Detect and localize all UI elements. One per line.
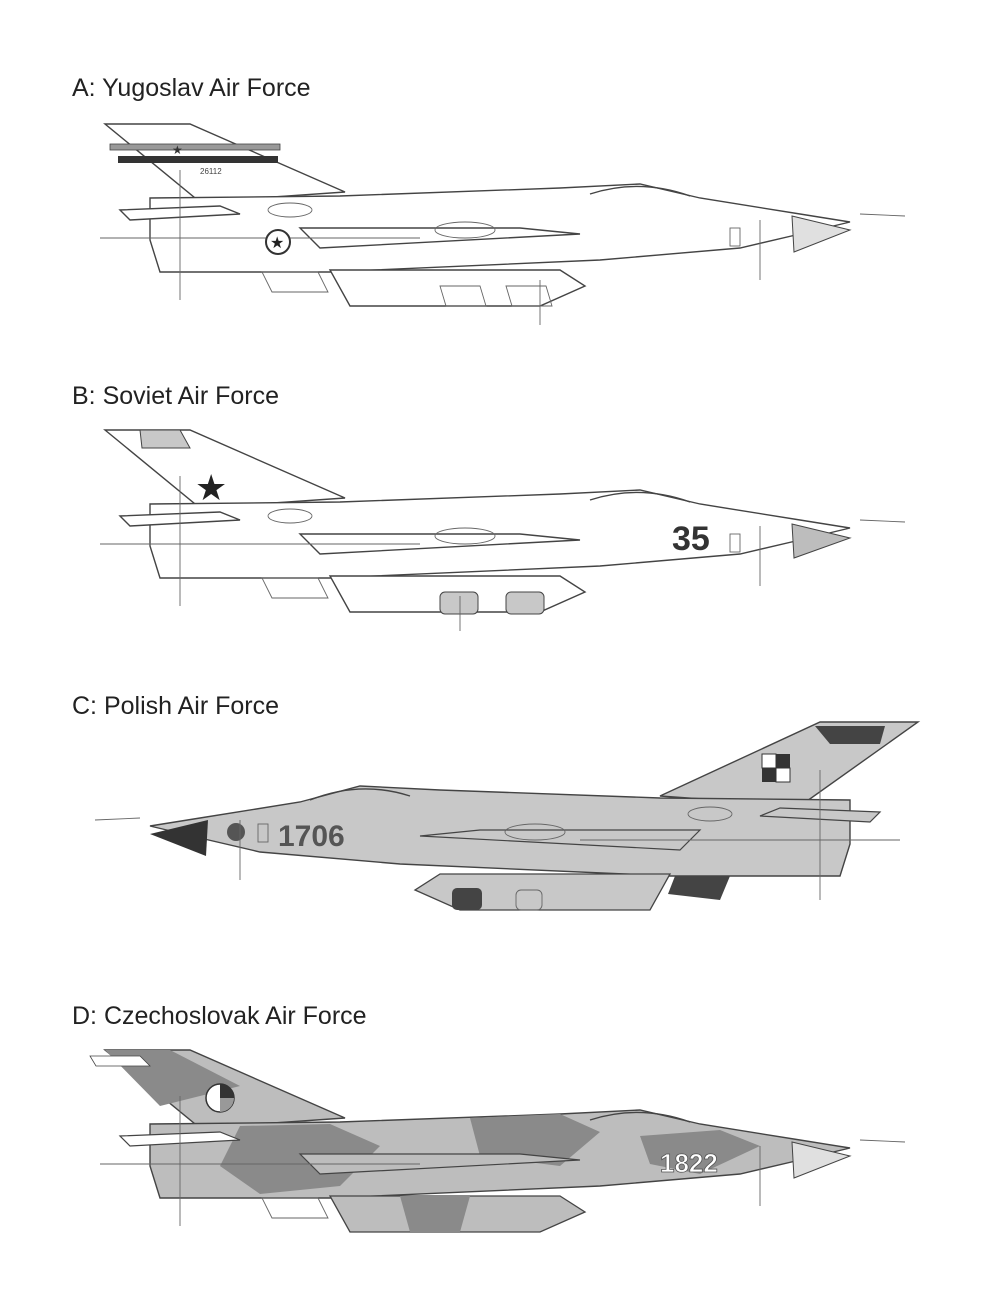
panel-d: D: Czechoslovak Air Force 1822 [0,990,1000,1316]
fin-star-icon: ★ [172,143,183,157]
yugoslav-roundel-icon [265,229,291,255]
panel-b: B: Soviet Air Force ★ 35 [0,330,1000,660]
aircraft-c-profile: 1706 [94,721,921,911]
caption-d: D: Czechoslovak Air Force [72,1002,367,1030]
panel-a: A: Yugoslav Air Force ★ 26112 ★ [0,0,1000,330]
aircraft-d-profile: 1822 [89,1049,906,1233]
czechoslovak-roundel-icon [205,1083,235,1113]
caption-a: A: Yugoslav Air Force [72,74,311,102]
caption-c: C: Polish Air Force [72,692,280,720]
caption-b: B: Soviet Air Force [72,382,280,410]
polish-checkerboard-icon [761,753,791,783]
squadron-badge-icon [227,823,245,841]
marking-b: 35 [672,520,710,558]
tail-code-a: 26112 [200,167,222,176]
marking-c: 1706 [278,820,345,853]
aircraft-b-profile: ★ 35 [100,429,906,631]
roundel-star-icon: ★ [270,235,284,252]
marking-d: 1822 [660,1148,718,1178]
panel-c: C: Polish Air Force 1706 [0,660,1000,990]
red-star-icon: ★ [195,467,227,508]
aircraft-a-profile: ★ 26112 ★ [100,123,906,325]
